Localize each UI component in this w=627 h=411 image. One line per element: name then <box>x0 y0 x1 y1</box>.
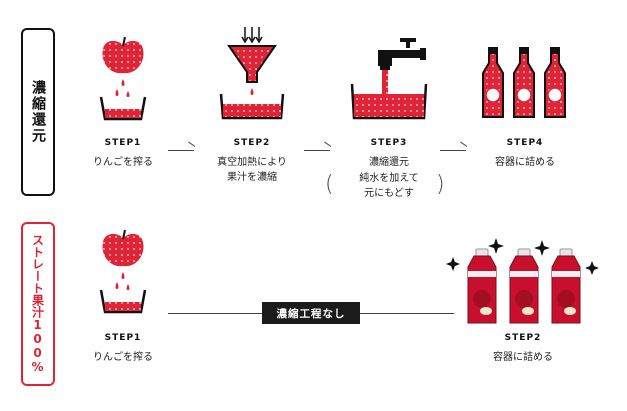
row-label-concentrate: 濃縮還元 <box>21 28 55 196</box>
faucet-water-icon <box>350 38 428 120</box>
arrow-1-2 <box>168 150 194 151</box>
row1-step1-text: りんごを搾る <box>93 157 153 168</box>
row1-step1-title: STEP1 <box>104 138 142 148</box>
arrow-2-3 <box>304 150 330 151</box>
apple-squeeze-icon-2 <box>99 229 147 314</box>
row1-step3-title: STEP3 <box>370 138 408 148</box>
row1-step4-title: STEP4 <box>506 138 544 148</box>
sparkle-icon <box>446 238 599 275</box>
row1-step2-text: 真空加熱により 果汁を濃縮 <box>217 157 287 183</box>
left-paren: ( <box>325 172 334 197</box>
funnel-concentrate-icon <box>219 27 285 120</box>
row2-step1-title: STEP1 <box>104 333 142 343</box>
row-label-straight: ストレート果汁100% <box>21 222 55 386</box>
row1-step3-text: 濃縮還元 <box>369 157 409 168</box>
arrow-3-4 <box>440 150 466 151</box>
no-concentration-badge: 濃縮工程なし <box>262 302 360 324</box>
row2-step2-text: 容器に詰める <box>493 352 553 363</box>
connector-line-right <box>360 313 454 314</box>
row1-step2-title: STEP2 <box>233 138 271 148</box>
row1-step3-subtext: 純水を加えて 元にもどす <box>359 173 419 199</box>
apple-squeeze-icon <box>99 36 147 121</box>
row2-step2-title: STEP2 <box>504 333 542 343</box>
pet-bottles-icon <box>446 238 599 324</box>
glass-bottles-icon <box>482 47 566 118</box>
row1-step4-text: 容器に詰める <box>495 157 555 168</box>
row2-step1-text: りんごを搾る <box>93 352 153 363</box>
connector-line-left <box>168 313 262 314</box>
right-paren: ) <box>436 172 445 197</box>
